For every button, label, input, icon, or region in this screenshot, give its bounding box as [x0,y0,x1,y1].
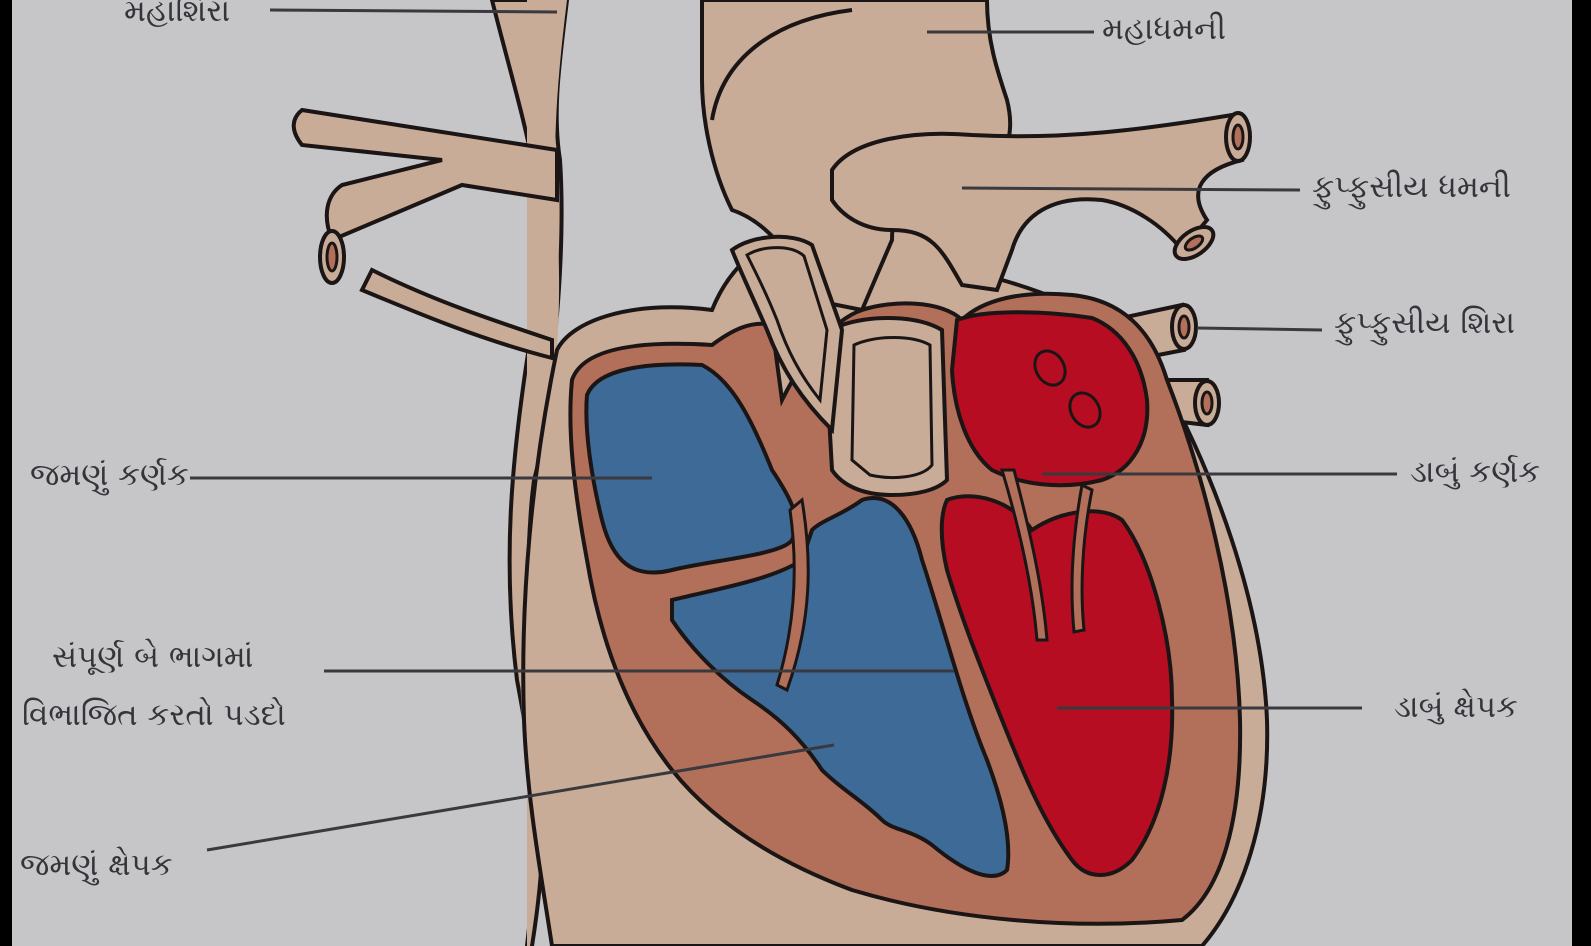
heart-diagram: મહાશિરા મહાધમની ફુપ્ફુસીય ધમની ફુપ્ફુસીય… [12,0,1572,946]
left-branch-lower [362,270,552,358]
label-left-atrium: ડાબું કર્ણક [1410,455,1540,491]
leader-vena-cava [270,10,557,12]
label-pulmonary-artery: ફુપ્ફુસીય ધમની [1312,170,1511,206]
leader-pulmonary-artery [962,188,1300,190]
label-left-ventricle: ડાબું ક્ષેપક [1394,690,1518,726]
label-septum-line2: વિભાજિત કરતો પડદો [22,698,286,734]
leader-pulmonary-vein [1197,328,1322,330]
septum-valve-inner [852,338,932,478]
label-right-atrium: જમણું કર્ણક [30,458,189,494]
left-atrium-chamber [952,312,1147,485]
label-pulmonary-vein: ફુપ્ફુસીય શિરા [1334,306,1515,342]
label-right-ventricle: જમણું ક્ષેપક [20,848,173,884]
left-branch-upper [294,110,557,240]
heart-illustration [12,0,1572,946]
label-septum-line1: સંપૂર્ણ બે ભાગમાં [52,640,253,676]
label-vena-cava: મહાશિરા [124,0,230,30]
label-aorta: મહાધમની [1102,12,1226,48]
